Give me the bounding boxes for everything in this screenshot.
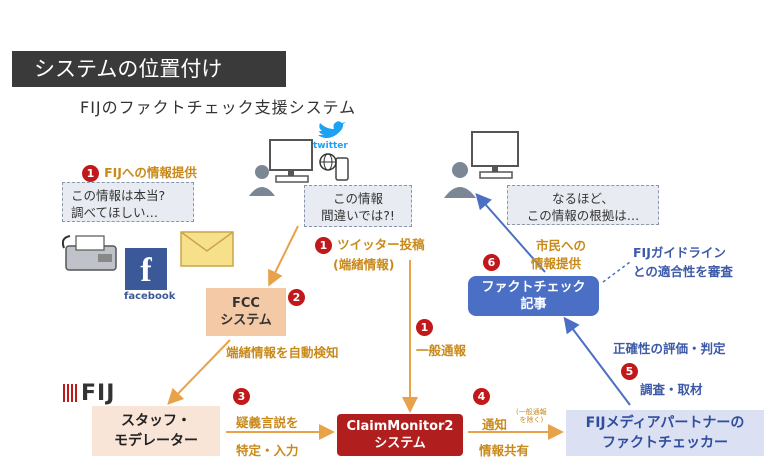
step3-label-line1: 疑義言説を: [236, 415, 299, 430]
partner-line1: FIJメディアパートナーの: [585, 415, 745, 431]
guideline-review-label: FIJガイドライン との適合性を審査: [633, 243, 733, 281]
bubble-right-line1: なるほど、: [552, 191, 614, 206]
computer-user-icon-center: [249, 139, 349, 196]
staff-moderator-box: スタッフ・ モデレーター: [92, 406, 220, 456]
dotted-guideline-link: [602, 261, 631, 283]
bubble-left-line1: この情報は本当?: [71, 188, 166, 203]
step-badge-3: 3: [233, 388, 250, 405]
investigation-label: 調査・取材: [640, 382, 703, 397]
partner-line2: ファクトチェッカー: [602, 435, 728, 451]
fax-machine-icon: [62, 235, 117, 271]
fcc-line1: FCC: [232, 296, 260, 311]
bubble-mid-line1: この情報: [332, 191, 383, 206]
speech-bubble-right: なるほど、 この情報の根拠は…: [507, 185, 659, 225]
facebook-label: facebook: [124, 291, 176, 302]
bubble-right-line2: この情報の根拠は…: [526, 208, 640, 223]
step1-label: FIJへの情報提供: [104, 165, 197, 180]
guideline-line2: との適合性を審査: [633, 264, 733, 279]
step4-share-label: 情報共有: [479, 443, 530, 458]
bubble-left-line2: 調べてほしい…: [71, 205, 159, 220]
speech-bubble-left: この情報は本当? 調べてほしい…: [62, 182, 194, 222]
page-subtitle: FIJのファクトチェック支援システム: [80, 98, 357, 117]
envelope-icon: [180, 231, 234, 267]
claim-line2: システム: [374, 436, 426, 451]
step6-label-line2: 情報提供: [531, 256, 582, 271]
fij-logo-text: FIJ: [81, 381, 116, 406]
step4-note-line2: を除く): [519, 416, 544, 424]
arrow-partner-to-article: [563, 316, 631, 406]
step-badge-4: 4: [473, 388, 490, 405]
step4-notify-label: 通知: [482, 417, 508, 432]
facebook-logo-icon: f: [125, 248, 167, 290]
step5-investigation: 5: [621, 360, 638, 380]
step-badge-1b: 1: [315, 237, 332, 254]
step1-general-report: 1 一般通報: [416, 316, 466, 359]
staff-line2: モデレーター: [114, 433, 198, 449]
arrow-fcc-to-staff: [167, 339, 231, 405]
guideline-line1: FIJガイドライン: [633, 245, 726, 260]
step-badge-1: 1: [82, 165, 99, 182]
bubble-mid-line2: 間違いでは?!: [321, 208, 395, 223]
factcheck-article-box: ファクトチェック 記事: [468, 276, 599, 316]
twitter-label: twitter: [313, 141, 348, 151]
step-badge-2: 2: [288, 289, 305, 306]
arrow-article-to-citizen: [475, 192, 546, 273]
tweet-post-label: ツイッター投稿: [337, 237, 425, 252]
factcheck-line2: 記事: [520, 297, 547, 312]
computer-user-icon-right: [444, 131, 519, 198]
arrow-tweet-to-fcc: [268, 225, 299, 287]
claimmonitor-system-box: ClaimMonitor2 システム: [337, 414, 463, 456]
speech-bubble-center: この情報 間違いでは?!: [304, 185, 412, 227]
step-badge-1c: 1: [416, 319, 433, 336]
tweet-post-sublabel: (端緒情報): [333, 257, 395, 272]
fcc-system-box: FCC システム: [206, 288, 286, 336]
staff-line1: スタッフ・: [121, 413, 191, 429]
globe-icon: [319, 153, 337, 171]
step4-note-line1: (一般通報: [516, 408, 547, 416]
accuracy-evaluation-label: 正確性の評価・判定: [613, 341, 726, 356]
claim-line1: ClaimMonitor2: [346, 419, 454, 434]
step-badge-6: 6: [483, 254, 500, 271]
fij-media-partner-box: FIJメディアパートナーの ファクトチェッカー: [566, 410, 764, 456]
step1-twitter-post: 1 ツイッター投稿 (端緒情報): [315, 234, 425, 273]
factcheck-line1: ファクトチェック: [481, 280, 586, 295]
step-badge-5: 5: [621, 363, 638, 380]
page-title: システムの位置付け: [12, 51, 286, 87]
fij-logo: FIJ: [63, 381, 115, 406]
fcc-line2: システム: [220, 313, 272, 328]
twitter-bird-icon: [318, 121, 346, 138]
step1-info-provision: 1 FIJへの情報提供: [82, 162, 197, 182]
fij-logo-mark-icon: [63, 384, 77, 402]
step6-label-line1: 市民への: [536, 238, 587, 253]
auto-detect-label: 端緒情報を自動検知: [226, 345, 339, 360]
step4-exclusion-note: (一般通報 を除く): [516, 408, 547, 424]
general-report-label: 一般通報: [416, 343, 467, 358]
step3-label-line2: 特定・入力: [236, 443, 299, 458]
